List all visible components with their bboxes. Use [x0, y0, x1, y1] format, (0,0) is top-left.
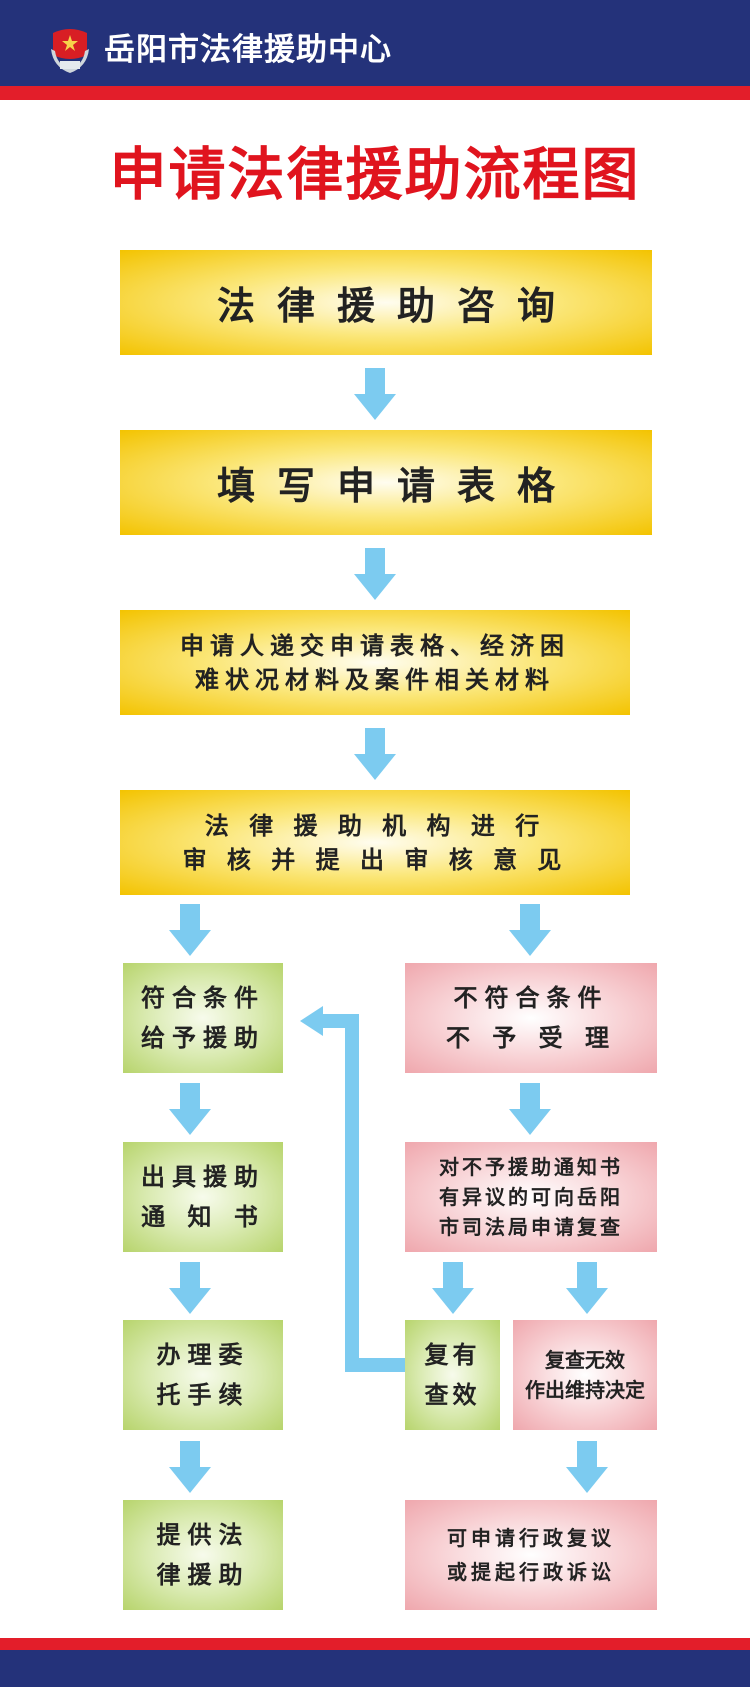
loop-back-arrow-icon: [300, 1006, 405, 1372]
arrow-down-icon: [169, 904, 211, 956]
footer-red-stripe: [0, 1638, 750, 1650]
arrow-down-icon: [432, 1262, 474, 1314]
step-consult: 法律援助咨询: [120, 250, 652, 355]
arrow-down-icon: [354, 368, 396, 420]
box-entrust: 办理委 托手续: [123, 1320, 283, 1430]
box-review-valid: 复有 查效: [405, 1320, 500, 1430]
arrow-down-icon: [169, 1083, 211, 1135]
arrow-down-icon: [354, 728, 396, 780]
footer-bar: [0, 1650, 750, 1687]
box-ineligible: 不符合条件 不 予 受 理: [405, 963, 657, 1073]
step-submit-materials: 申请人递交申请表格、经济困 难状况材料及案件相关材料: [120, 610, 630, 715]
box-review-invalid: 复查无效 作出维持决定: [513, 1320, 657, 1430]
page-title: 申请法律援助流程图: [109, 142, 641, 208]
court-emblem-icon: [47, 27, 93, 75]
box-admin-remedy: 可申请行政复议 或提起行政诉讼: [405, 1500, 657, 1610]
arrow-down-icon: [169, 1441, 211, 1493]
arrow-down-icon: [509, 1083, 551, 1135]
box-appeal: 对不予援助通知书 有异议的可向岳阳 市司法局申请复查: [405, 1142, 657, 1252]
step-fill-form: 填写申请表格: [120, 430, 652, 535]
box-notice: 出具援助 通 知 书: [123, 1142, 283, 1252]
box-provide-aid: 提供法 律援助: [123, 1500, 283, 1610]
header-red-stripe: [0, 86, 750, 100]
header-bar: [0, 0, 750, 86]
organization-name: 岳阳市法律援助中心: [104, 32, 392, 68]
step-review: 法 律 援 助 机 构 进 行 审 核 并 提 出 审 核 意 见: [120, 790, 630, 895]
arrow-down-icon: [354, 548, 396, 600]
box-eligible: 符合条件 给予援助: [123, 963, 283, 1073]
arrow-down-icon: [169, 1262, 211, 1314]
arrow-down-icon: [566, 1262, 608, 1314]
arrow-down-icon: [509, 904, 551, 956]
arrow-down-icon: [566, 1441, 608, 1493]
